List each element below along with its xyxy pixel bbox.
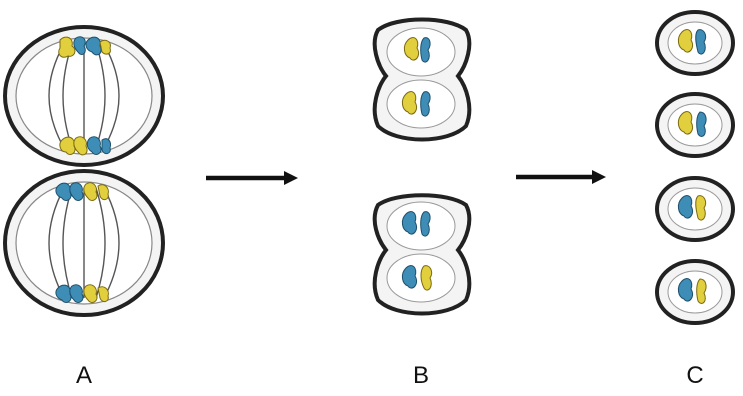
stage-a-cell-bottom bbox=[3, 169, 165, 317]
chromosomes-bottom-pole bbox=[59, 136, 111, 156]
stage-label-a: A bbox=[75, 362, 92, 389]
stage-b-cell-top bbox=[372, 17, 472, 142]
arrow-a-to-b bbox=[206, 171, 298, 185]
chromosomes-top-pole bbox=[55, 182, 109, 201]
chromosome-pair bbox=[401, 211, 431, 237]
chromosome-pair bbox=[401, 91, 431, 117]
stage-c-cell-3 bbox=[655, 176, 735, 242]
stage-c-cell-2 bbox=[655, 92, 735, 158]
arrow-b-to-c bbox=[516, 170, 606, 184]
stage-b-cell-bottom bbox=[372, 193, 472, 316]
stage-c-cell-1 bbox=[655, 10, 735, 76]
chromosome-pair bbox=[403, 37, 431, 63]
chromosomes-top-pole bbox=[58, 36, 111, 58]
chromosomes-bottom-pole bbox=[55, 284, 109, 303]
stage-a-cell-top bbox=[3, 25, 165, 167]
stage-c-cell-4 bbox=[655, 259, 735, 325]
stage-label-b: B bbox=[412, 362, 429, 389]
stage-label-c: C bbox=[686, 362, 704, 389]
chromosome-pair bbox=[401, 265, 433, 291]
